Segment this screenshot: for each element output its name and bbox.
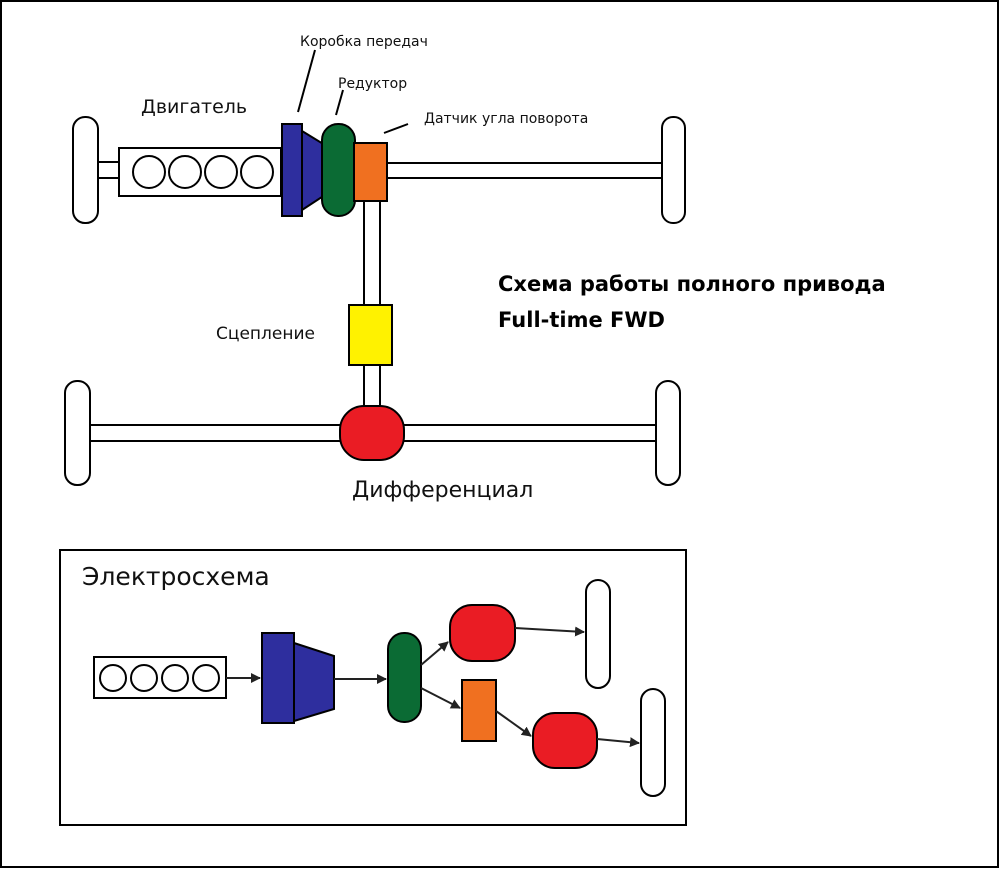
arrow-rear-diff-wheel: [596, 737, 640, 748]
reducer-leader: [335, 89, 344, 116]
steering-angle-sensor: [353, 142, 388, 202]
electro-scheme-panel: Электросхема: [59, 549, 687, 826]
arrow-reducer-sensor: [420, 687, 461, 709]
sensor-leader: [383, 123, 409, 134]
electro-rear-differential: [532, 712, 598, 769]
sensor-label: Датчик угла поворота: [424, 111, 588, 127]
reducer-label: Редуктор: [338, 76, 407, 92]
electro-cylinder-3: [161, 664, 189, 692]
gearbox-leader: [297, 49, 316, 113]
title-line-1: Схема работы полного привода: [498, 272, 886, 296]
electro-title: Электросхема: [82, 562, 270, 591]
rear-left-shaft: [89, 424, 343, 442]
clutch: [348, 304, 393, 366]
arrow-reducer-front-diff: [420, 641, 449, 666]
arrow-front-diff-wheel: [514, 626, 585, 637]
rear-right-shaft: [401, 424, 657, 442]
cylinder-1: [132, 155, 166, 189]
arrow-sensor-rear-diff: [495, 710, 532, 737]
rear-right-wheel: [655, 380, 681, 486]
cylinder-3: [204, 155, 238, 189]
rear-left-wheel: [64, 380, 91, 486]
gearbox-label: Коробка передач: [300, 34, 428, 50]
title-line-2: Full-time FWD: [498, 308, 665, 332]
electro-gearbox-body: [293, 641, 335, 723]
electro-front-differential: [449, 604, 516, 662]
front-left-wheel: [72, 116, 99, 224]
electro-rear-wheel: [640, 688, 666, 797]
front-right-shaft: [386, 162, 663, 179]
clutch-label: Сцепление: [216, 324, 315, 344]
front-right-wheel: [661, 116, 686, 224]
prop-shaft-upper: [363, 200, 381, 306]
electro-gearbox-flange: [261, 632, 295, 724]
reducer: [321, 123, 356, 217]
electro-cylinder-1: [99, 664, 127, 692]
electro-sensor: [461, 679, 497, 742]
electro-cylinder-4: [192, 664, 220, 692]
engine-label: Двигатель: [141, 96, 247, 118]
front-axle: [72, 116, 686, 224]
electro-reducer: [387, 632, 422, 723]
electro-cylinder-2: [130, 664, 158, 692]
cylinder-2: [168, 155, 202, 189]
prop-shaft-lower: [363, 364, 381, 410]
front-left-shaft: [97, 161, 121, 179]
gearbox-flange: [281, 123, 303, 217]
rear-axle: [64, 380, 681, 486]
cylinder-4: [240, 155, 274, 189]
differential: [339, 405, 405, 461]
electro-front-wheel: [585, 579, 611, 689]
differential-label: Дифференциал: [352, 478, 533, 503]
